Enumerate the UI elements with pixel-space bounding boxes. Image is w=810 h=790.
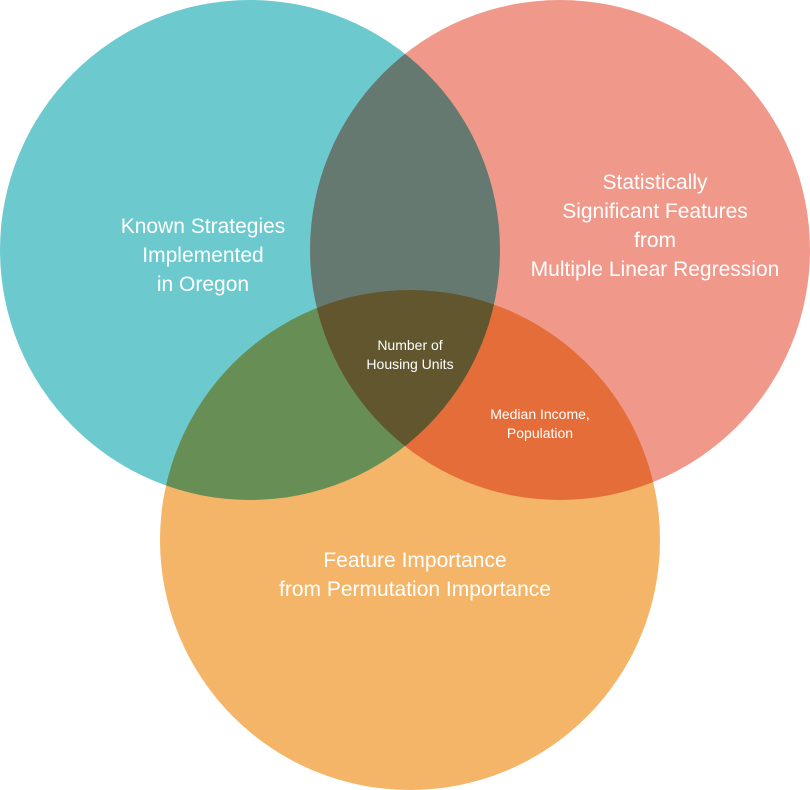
label-statistically-significant: Statistically Significant Features from … (530, 171, 780, 281)
label-intersection-regression-permutation: Median Income, Population (490, 406, 590, 441)
label-intersection-all: Number of Housing Units (366, 337, 454, 372)
circle-feature-importance (160, 290, 660, 790)
label-known-strategies: Known Strategies Implemented in Oregon (120, 215, 286, 296)
label-feature-importance: Feature Importance from Permutation Impo… (279, 549, 551, 601)
